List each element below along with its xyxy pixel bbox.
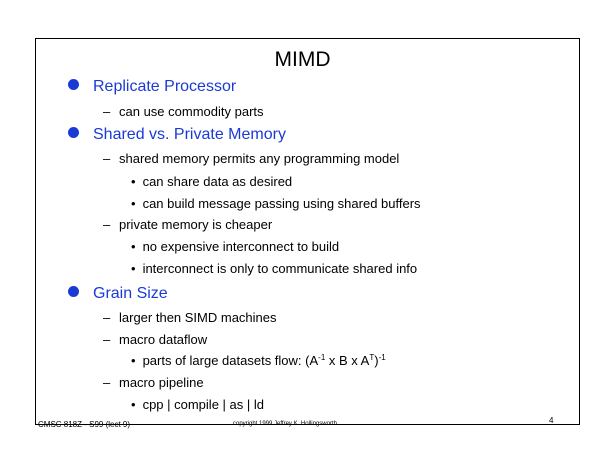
bullet-circle-icon [68, 79, 79, 90]
dash-icon: – [103, 332, 111, 347]
list-item: –shared memory permits any programming m… [103, 151, 400, 166]
list-subitem: •can build message passing using shared … [131, 196, 421, 211]
dash-icon: – [103, 375, 111, 390]
slide-title: MIMD [274, 48, 331, 71]
slide-frame [35, 38, 580, 425]
dash-icon: – [103, 151, 111, 166]
dash-icon: – [103, 310, 111, 325]
bullet-circle-icon [68, 127, 79, 138]
dash-icon: – [103, 104, 111, 119]
dot-icon: • [131, 261, 136, 276]
list-item: –private memory is cheaper [103, 217, 273, 232]
bullet-circle-icon [68, 286, 79, 297]
dot-icon: • [131, 174, 136, 189]
section-heading-grain-size: Grain Size [68, 285, 168, 303]
footer-course: CMSC 818Z - S99 (lect 9) [38, 420, 131, 429]
list-subitem: •can share data as desired [131, 174, 293, 189]
page-number: 4 [549, 416, 554, 425]
dot-icon: • [131, 397, 136, 412]
list-subitem: •cpp | compile | as | ld [131, 397, 264, 412]
list-subitem: •interconnect is only to communicate sha… [131, 261, 418, 276]
list-subitem-formula: •parts of large datasets flow: (A-1 x B … [131, 353, 386, 368]
list-subitem: •no expensive interconnect to build [131, 239, 340, 254]
list-item: –macro dataflow [103, 332, 208, 347]
list-item: –macro pipeline [103, 375, 204, 390]
dot-icon: • [131, 353, 136, 368]
dot-icon: • [131, 196, 136, 211]
dot-icon: • [131, 239, 136, 254]
footer-copyright: copyright 1999 Jeffrey K. Hollingsworth [233, 421, 337, 427]
section-heading-shared-private-memory: Shared vs. Private Memory [68, 126, 286, 144]
section-heading-replicate-processor: Replicate Processor [68, 78, 236, 96]
list-item: –larger then SIMD machines [103, 310, 277, 325]
dash-icon: – [103, 217, 111, 232]
list-item: –can use commodity parts [103, 104, 264, 119]
